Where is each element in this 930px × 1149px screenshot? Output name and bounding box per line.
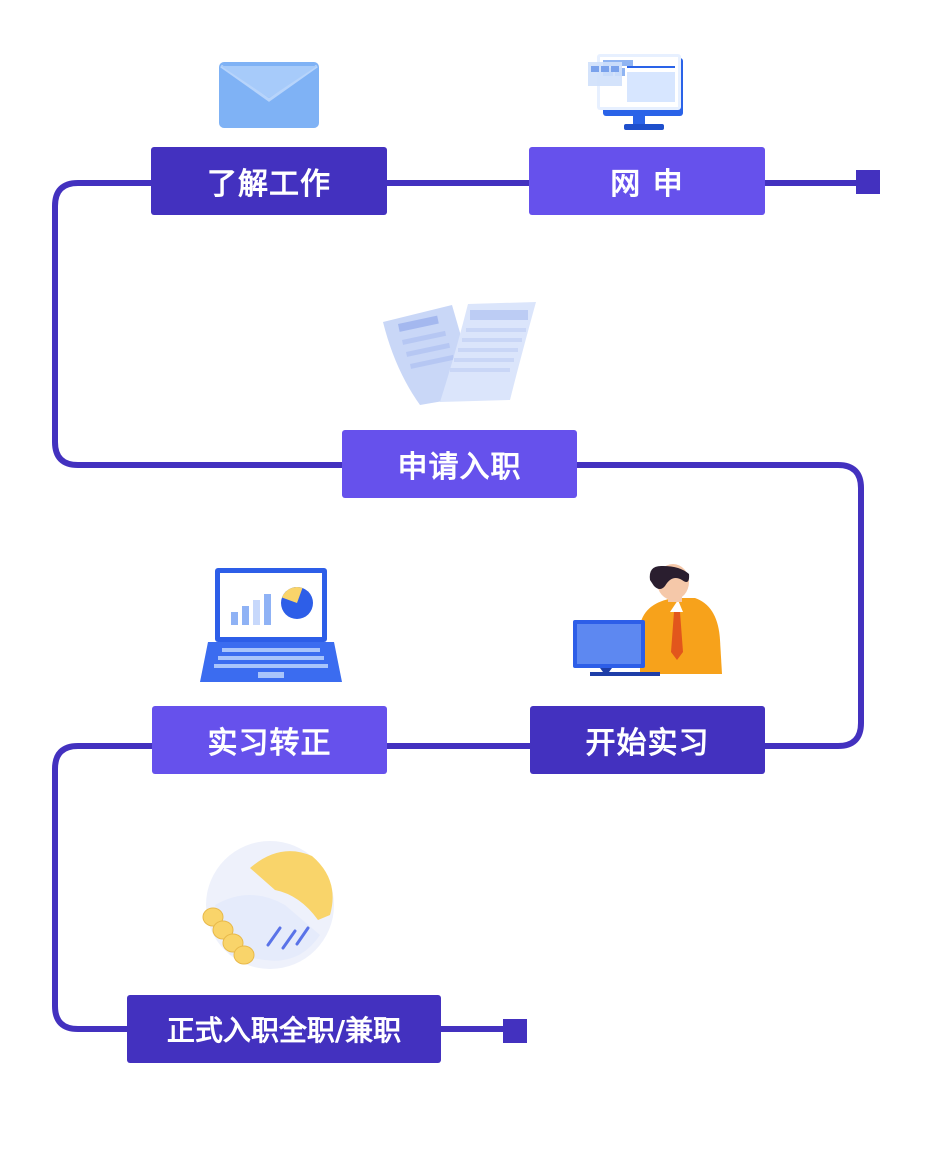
flow-end-square-bottom bbox=[503, 1019, 527, 1043]
step-apply-onboard: 申请入职 bbox=[342, 430, 577, 498]
flow-end-square-top bbox=[856, 170, 880, 194]
flow-connector bbox=[52, 180, 871, 1032]
step-label: 开始实习 bbox=[585, 726, 710, 761]
step-label: 实习转正 bbox=[207, 726, 332, 761]
step-label: 了解工作 bbox=[207, 167, 331, 202]
step-online-apply: 网 申 bbox=[529, 147, 765, 215]
laptop-chart-icon bbox=[200, 568, 342, 682]
step-understand-job: 了解工作 bbox=[151, 147, 387, 215]
step-label: 正式入职全职/兼职 bbox=[166, 1014, 402, 1047]
step-formal-employment: 正式入职全职/兼职 bbox=[127, 995, 441, 1063]
handshake-icon bbox=[202, 841, 334, 969]
documents-icon bbox=[383, 302, 536, 405]
step-label: 网 申 bbox=[610, 167, 684, 202]
person-at-computer-icon bbox=[573, 564, 722, 676]
computer-monitor-icon bbox=[588, 54, 683, 130]
step-start-internship: 开始实习 bbox=[530, 706, 765, 774]
step-label: 申请入职 bbox=[397, 450, 522, 485]
step-internship-conversion: 实习转正 bbox=[152, 706, 387, 774]
envelope-icon bbox=[219, 62, 319, 128]
